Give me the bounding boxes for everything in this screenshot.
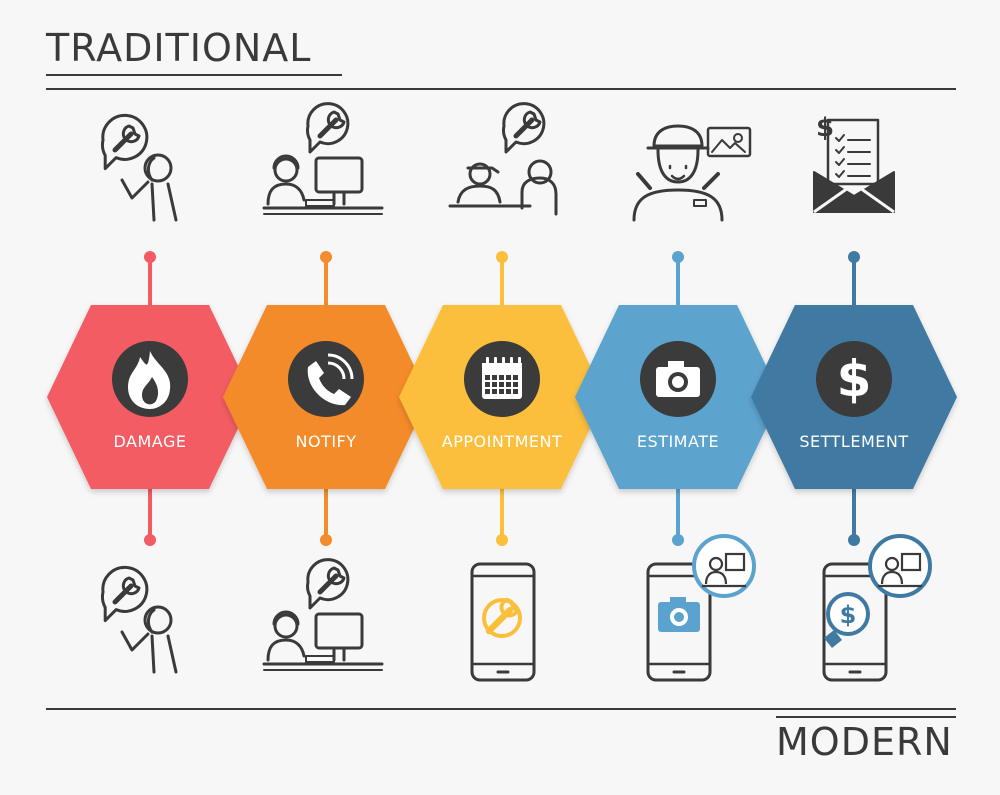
step-appointment: APPOINTMENT xyxy=(399,305,605,489)
connector-damage xyxy=(144,251,156,546)
step-label: SETTLEMENT xyxy=(799,432,908,451)
dollar-icon: $ xyxy=(837,350,872,408)
top-divider xyxy=(46,88,956,90)
modern-underline xyxy=(776,716,956,718)
svg-text:$: $ xyxy=(840,601,857,629)
title-underline xyxy=(46,74,342,76)
step-settlement: $ SETTLEMENT xyxy=(751,305,957,489)
person-wrench-thought-icon xyxy=(101,113,178,222)
smartphone-wrench-icon xyxy=(470,562,536,682)
connector-settlement xyxy=(848,251,860,546)
connector-appointment xyxy=(496,251,508,546)
svg-text:$: $ xyxy=(816,113,834,143)
smartphone-camera-agent-icon xyxy=(646,534,756,682)
fire-icon xyxy=(128,351,171,409)
title-traditional: TRADITIONAL xyxy=(46,26,312,70)
mailed-check-icon: $ xyxy=(813,113,895,214)
step-label: NOTIFY xyxy=(295,432,356,451)
smartphone-payment-agent-icon: $ xyxy=(822,534,932,682)
mechanic-customer-icon xyxy=(448,102,558,216)
phone-icon xyxy=(307,353,354,406)
connector-notify xyxy=(320,251,332,546)
svg-text:$: $ xyxy=(837,350,872,408)
call-center-agent-icon xyxy=(262,558,384,671)
call-center-agent-icon xyxy=(262,102,384,215)
step-label: DAMAGE xyxy=(114,432,187,451)
connector-estimate xyxy=(672,251,684,546)
bottom-divider xyxy=(46,708,956,710)
step-icon-circle xyxy=(816,341,892,417)
step-label: APPOINTMENT xyxy=(442,432,562,451)
person-wrench-thought-icon xyxy=(101,565,178,674)
title-modern: MODERN xyxy=(776,720,953,764)
calendar-icon xyxy=(482,357,522,399)
step-notify: NOTIFY xyxy=(223,305,429,489)
appraiser-camera-icon xyxy=(632,124,752,222)
step-damage: DAMAGE xyxy=(47,305,253,489)
camera-icon xyxy=(656,361,700,397)
step-estimate: ESTIMATE xyxy=(575,305,781,489)
step-label: ESTIMATE xyxy=(637,432,719,451)
